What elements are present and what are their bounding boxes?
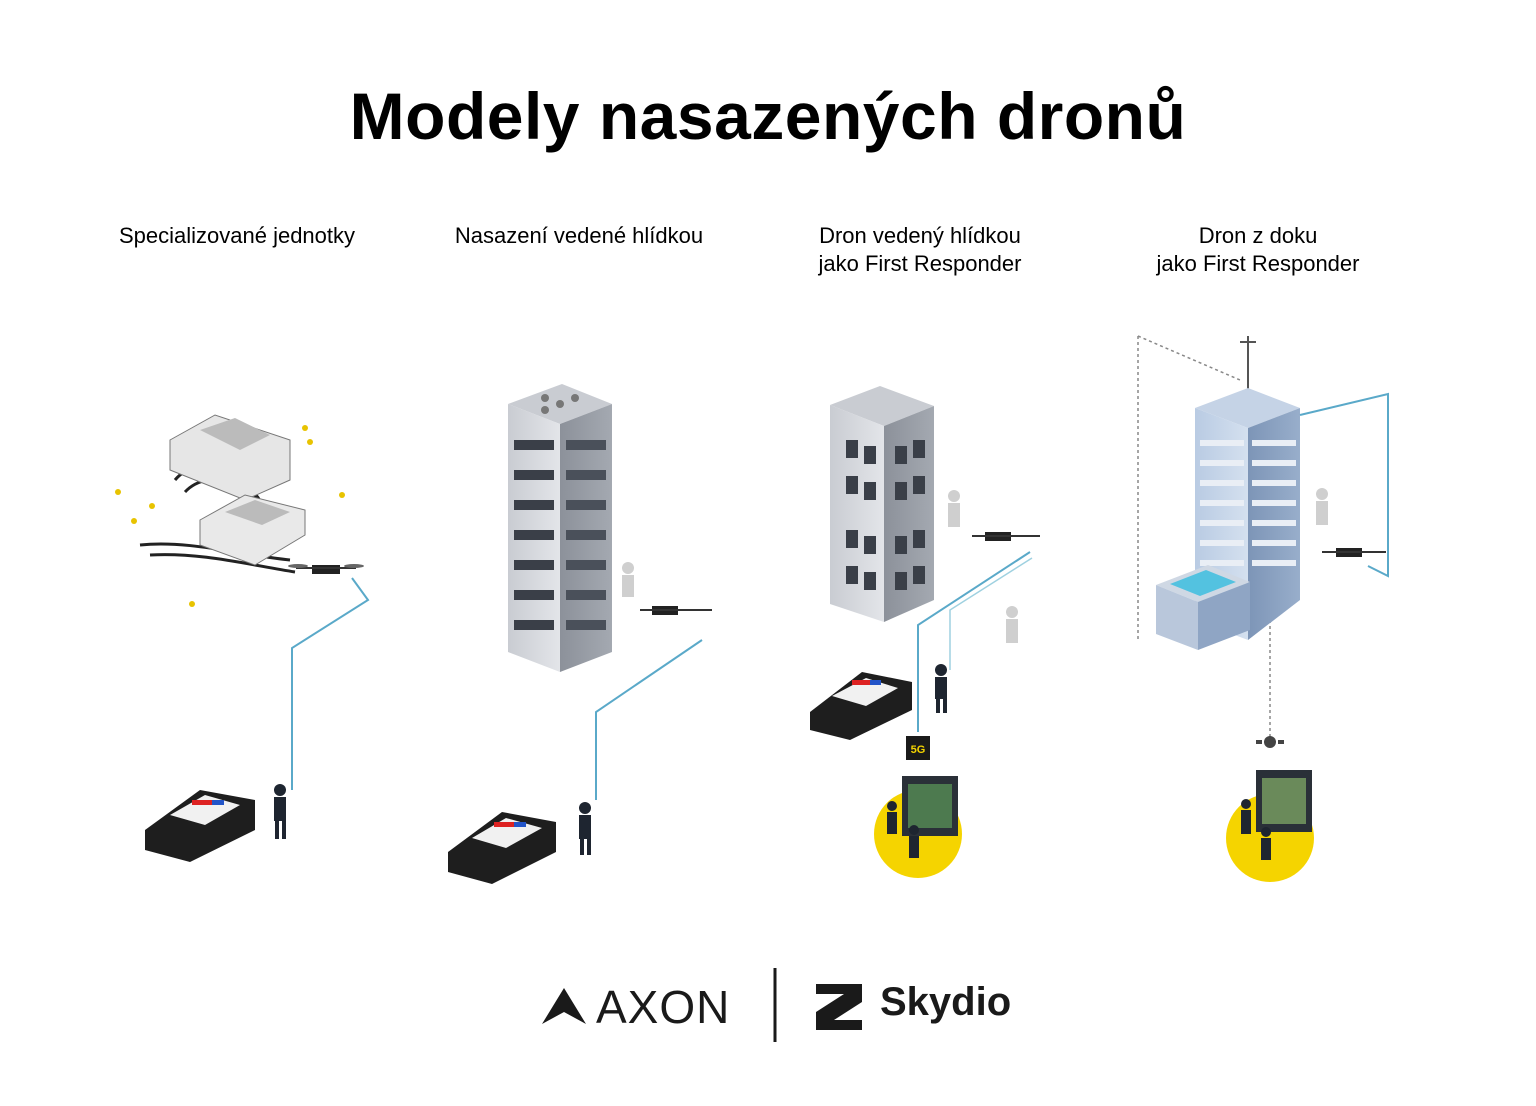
police-car-icon xyxy=(145,790,255,862)
suspect-figure-icon xyxy=(1316,488,1328,525)
data-link xyxy=(595,639,703,800)
evidence-markers xyxy=(115,425,345,607)
crashed-car-1 xyxy=(169,414,291,501)
police-car-icon xyxy=(810,672,912,740)
network-5g-label: 5G xyxy=(911,744,926,756)
officer-icon xyxy=(579,802,591,855)
page-title: Modely nasazených dronů xyxy=(349,79,1187,153)
label-patrol-led: Nasazení vedené hlídkou xyxy=(454,223,704,248)
label-dock-first-responder: Dron z doku jako First Responder xyxy=(1156,223,1360,276)
data-link xyxy=(949,557,1033,670)
building-icon xyxy=(1156,388,1300,650)
axon-wordmark: AXON xyxy=(596,981,731,1033)
dock-link xyxy=(1137,335,1241,381)
drone-icon xyxy=(640,606,712,615)
building-icon xyxy=(508,384,612,672)
data-link xyxy=(291,577,370,790)
drone-icon xyxy=(288,564,364,574)
column-2-scene xyxy=(448,384,712,884)
building-icon xyxy=(830,386,934,622)
antenna-icon xyxy=(1240,336,1256,390)
drone-icon xyxy=(1322,548,1386,557)
officer-icon xyxy=(935,664,947,713)
data-link xyxy=(917,551,1031,732)
crashed-car-2 xyxy=(199,494,306,566)
column-4-scene xyxy=(1137,335,1389,882)
column-3-scene: 5G xyxy=(810,386,1040,878)
control-room-icon xyxy=(874,776,962,878)
drone-icon xyxy=(972,532,1040,541)
control-room-icon xyxy=(1226,770,1314,882)
network-5g-icon: 5G xyxy=(906,736,930,760)
officer-icon xyxy=(274,784,286,839)
skydio-logo-icon xyxy=(816,984,862,1030)
label-patrol-first-responder: Dron vedený hlídkou jako First Responder xyxy=(818,223,1022,276)
column-1-scene xyxy=(115,414,370,862)
suspect-figure-icon xyxy=(948,490,1018,643)
data-link xyxy=(1299,392,1389,578)
skydio-wordmark: Skydio xyxy=(880,980,1012,1024)
suspect-figure-icon xyxy=(622,562,634,597)
satellite-dish-icon xyxy=(1256,736,1284,748)
axon-logo-icon xyxy=(542,988,586,1024)
police-car-icon xyxy=(448,812,556,884)
label-specialized-units: Specializované jednotky xyxy=(118,223,356,248)
